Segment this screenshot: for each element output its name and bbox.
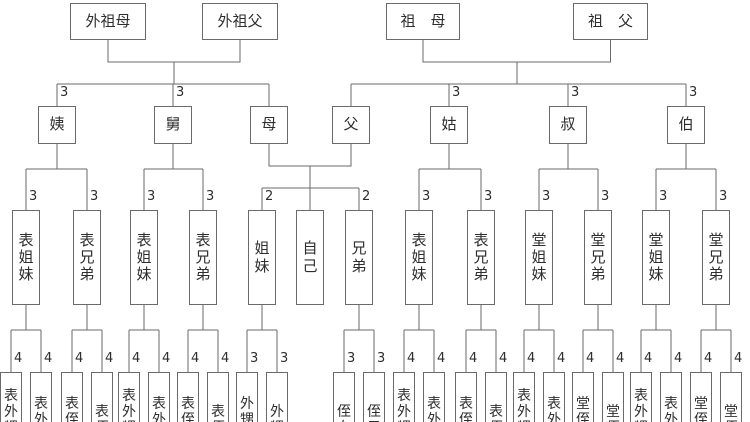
degree-badge-biao-zhinv-2: 4 (191, 351, 200, 366)
degree-badge-tangxiongdi-a: 3 (601, 189, 610, 204)
node-biao-waisheng-3: 表外甥 (423, 372, 445, 422)
node-gu: 姑 (430, 106, 468, 144)
degree-badge-biaoxiongdi-a: 3 (90, 189, 99, 204)
node-biao-zhi-2: 表侄 (207, 372, 229, 422)
degree-badge-yi: 3 (60, 85, 69, 100)
node-tangxiongdi-a: 堂兄弟 (584, 210, 612, 305)
degree-badge-biao-zhinv-3: 4 (469, 351, 478, 366)
node-biaoxiongdi-a: 表兄弟 (73, 210, 101, 305)
degree-badge-tangjiemei-a: 3 (542, 189, 551, 204)
degree-badge-biao-waisheng-4: 4 (557, 351, 566, 366)
node-biao-zhinv-1: 表侄女 (61, 372, 83, 422)
node-tangjiemei-a: 堂姐妹 (525, 210, 553, 305)
degree-badge-xiongdi: 2 (362, 189, 371, 204)
node-bo: 伯 (667, 106, 705, 144)
node-tang-zhinv-1: 堂侄女 (572, 372, 594, 422)
node-biaojiemei-a: 表姐妹 (12, 210, 40, 305)
degree-badge-tang-zhinv-1: 4 (586, 351, 595, 366)
degree-badge-biaojiemei-b: 3 (147, 189, 156, 204)
degree-badge-bo: 3 (689, 85, 698, 100)
node-waishengnv: 外甥女 (236, 372, 258, 422)
degree-badge-biao-waisheng-2: 4 (162, 351, 171, 366)
degree-badge-biaojiemei-a: 3 (29, 189, 38, 204)
degree-badge-jiu: 3 (176, 85, 185, 100)
node-xiongdi: 兄弟 (345, 210, 373, 305)
degree-badge-tangxiongdi-b: 3 (719, 189, 728, 204)
node-biao-waisheng-2: 表外甥 (148, 372, 170, 422)
node-biao-waishengnv-2: 表外甥女 (118, 372, 140, 422)
degree-badge-biao-waishengnv-4: 4 (527, 351, 536, 366)
node-biaoxiongdi-b: 表兄弟 (189, 210, 217, 305)
degree-badge-shu: 3 (571, 85, 580, 100)
degree-badge-biao-waisheng-5: 4 (674, 351, 683, 366)
node-ziji: 自己 (296, 210, 324, 305)
node-biao-waisheng-1: 表外甥 (30, 372, 52, 422)
degree-badge-biaoxiongdi-b: 3 (206, 189, 215, 204)
degree-badge-biao-waishengnv-3: 4 (407, 351, 416, 366)
node-zumu: 祖 母 (386, 3, 460, 40)
degree-badge-zhizi: 3 (377, 351, 386, 366)
degree-badge-biao-waisheng-3: 4 (437, 351, 446, 366)
degree-badge-biao-zhi-2: 4 (221, 351, 230, 366)
node-biao-waisheng-4: 表外甥 (543, 372, 565, 422)
degree-badge-tang-zhi-1: 4 (616, 351, 625, 366)
degree-badge-jiemei: 2 (265, 189, 274, 204)
degree-badge-waishengnv: 3 (250, 351, 259, 366)
node-waizufu: 外祖父 (202, 3, 278, 40)
degree-badge-waisheng: 3 (280, 351, 289, 366)
node-waizumu: 外祖母 (70, 3, 146, 40)
node-yi: 姨 (38, 106, 76, 144)
node-fu: 父 (332, 106, 370, 144)
node-tangxiongdi-b: 堂兄弟 (702, 210, 730, 305)
node-biao-zhinv-2: 表侄女 (177, 372, 199, 422)
node-tang-zhi-2: 堂侄 (720, 372, 742, 422)
node-jiu: 舅 (154, 106, 192, 144)
node-waisheng: 外甥 (266, 372, 288, 422)
degree-badge-gu: 3 (452, 85, 461, 100)
degree-badge-biao-zhi-3: 4 (499, 351, 508, 366)
node-biao-zhi-1: 表侄 (91, 372, 113, 422)
node-biao-waishengnv-1: 表外甥女 (0, 372, 22, 422)
degree-badge-biao-waishengnv-5: 4 (644, 351, 653, 366)
node-biao-zhinv-3: 表侄女 (455, 372, 477, 422)
node-tangjiemei-b: 堂姐妹 (642, 210, 670, 305)
node-tang-zhi-1: 堂侄 (602, 372, 624, 422)
node-tang-zhinv-2: 堂侄女 (690, 372, 712, 422)
node-biaoxiongdi-c: 表兄弟 (467, 210, 495, 305)
degree-badge-biao-zhinv-1: 4 (75, 351, 84, 366)
degree-badge-biaojiemei-c: 3 (422, 189, 431, 204)
node-zhinv: 侄女 (333, 372, 355, 422)
node-biao-waishengnv-4: 表外甥女 (513, 372, 535, 422)
node-mu: 母 (250, 106, 288, 144)
node-jiemei: 姐妹 (248, 210, 276, 305)
degree-badge-biao-waisheng-1: 4 (44, 351, 53, 366)
node-biao-waishengnv-3: 表外甥女 (393, 372, 415, 422)
degree-badge-zhinv: 3 (347, 351, 356, 366)
node-biao-waisheng-5: 表外甥 (660, 372, 682, 422)
connector-path (10, 40, 732, 372)
degree-badge-biao-zhi-1: 4 (105, 351, 114, 366)
node-biaojiemei-c: 表姐妹 (405, 210, 433, 305)
node-biaojiemei-b: 表姐妹 (130, 210, 158, 305)
degree-badge-tangjiemei-b: 3 (659, 189, 668, 204)
degree-badge-biaoxiongdi-c: 3 (484, 189, 493, 204)
node-biao-zhi-3: 表侄 (485, 372, 507, 422)
node-biao-waishengnv-5: 表外甥女 (630, 372, 652, 422)
node-zufu: 祖 父 (573, 3, 648, 40)
node-zhizi: 侄子 (363, 372, 385, 422)
degree-badge-biao-waishengnv-2: 4 (132, 351, 141, 366)
degree-badge-tang-zhi-2: 4 (734, 351, 743, 366)
degree-badge-biao-waishengnv-1: 4 (14, 351, 23, 366)
degree-badge-tang-zhinv-2: 4 (704, 351, 713, 366)
node-shu: 叔 (549, 106, 587, 144)
